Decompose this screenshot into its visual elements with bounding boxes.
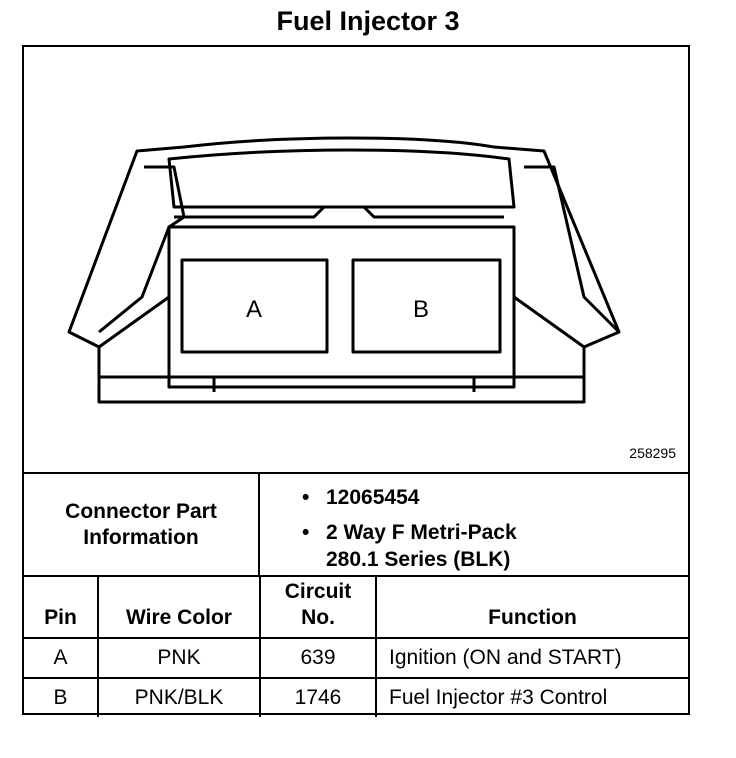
bullet-icon: • xyxy=(302,486,310,509)
header-wire-color: Wire Color xyxy=(97,575,261,639)
connector-diagram: A B 258295 xyxy=(24,47,688,472)
connector-drawing: A B xyxy=(67,136,621,404)
right-flare xyxy=(513,295,586,379)
info-item-text: 2 Way F Metri-Pack 280.1 Series (BLK) xyxy=(326,521,517,571)
pin-cavity-b xyxy=(351,258,502,354)
table-header-row: Pin Wire Color Circuit No. Function xyxy=(24,575,688,639)
cell-pin: A xyxy=(24,637,99,679)
right-latch xyxy=(524,165,621,334)
connector-info-label-text: Connector Part Information xyxy=(65,499,217,549)
image-id: 258295 xyxy=(629,445,676,461)
table-row: A PNK 639 Ignition (ON and START) xyxy=(24,637,688,679)
pin-table: Pin Wire Color Circuit No. Function A PN… xyxy=(24,575,688,717)
housing-arch xyxy=(167,148,516,209)
cell-function: Fuel Injector #3 Control xyxy=(375,677,688,717)
connector-info-list: • 12065454 • 2 Way F Metri-Pack 280.1 Se… xyxy=(302,484,517,573)
cell-wire-color: PNK/BLK xyxy=(97,677,261,717)
cell-wire-color: PNK xyxy=(97,637,261,679)
bullet-icon: • xyxy=(302,521,310,544)
connector-part-info: Connector Part Information • 12065454 • … xyxy=(24,472,688,575)
top-tab xyxy=(174,205,504,219)
table-row: B PNK/BLK 1746 Fuel Injector #3 Control xyxy=(24,677,688,717)
header-function: Function xyxy=(375,575,688,639)
info-item: • 12065454 xyxy=(302,484,517,511)
connector-info-label: Connector Part Information xyxy=(24,474,260,575)
left-flare xyxy=(97,295,170,379)
info-item: • 2 Way F Metri-Pack 280.1 Series (BLK) xyxy=(302,519,517,573)
info-item-text: 12065454 xyxy=(326,486,420,509)
header-pin: Pin xyxy=(24,575,99,639)
pin-cavity-a xyxy=(180,258,329,354)
connector-frame: A B 258295 Connector Part Information • … xyxy=(22,45,690,717)
page-title: Fuel Injector 3 xyxy=(276,6,460,36)
left-latch xyxy=(98,165,186,334)
cell-pin: B xyxy=(24,677,99,717)
pin-b-label: B xyxy=(413,296,429,323)
cell-circuit: 639 xyxy=(259,637,377,679)
header-circuit: Circuit No. xyxy=(259,575,377,639)
pin-a-label: A xyxy=(246,296,262,323)
connector-body xyxy=(167,225,516,389)
cell-function: Ignition (ON and START) xyxy=(375,637,688,679)
cell-circuit: 1746 xyxy=(259,677,377,717)
